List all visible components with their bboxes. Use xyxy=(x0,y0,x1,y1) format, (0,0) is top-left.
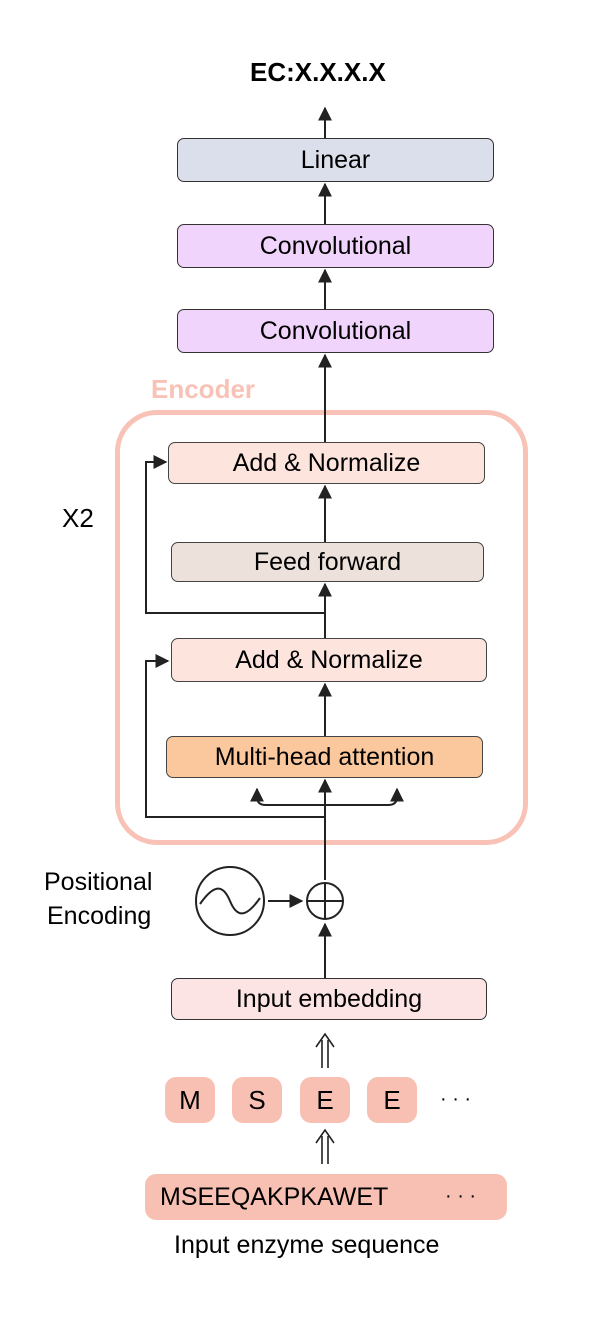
repeat-label: X2 xyxy=(62,503,94,533)
positional-encoding-label-line2: Encoding xyxy=(47,902,152,930)
add-normalize-block-bottom: Add & Normalize xyxy=(171,638,487,682)
sequence-ellipsis: · · · xyxy=(445,1185,477,1207)
positional-encoding-label-line1: Positional xyxy=(44,868,153,896)
double-arrow-sequence-to-tokens xyxy=(315,1128,335,1164)
token-3: E xyxy=(300,1077,350,1123)
convolutional-block-2: Convolutional xyxy=(177,309,494,353)
multi-head-attention-block: Multi-head attention xyxy=(166,736,483,778)
sequence-caption: Input enzyme sequence xyxy=(174,1231,440,1259)
sine-wave-icon xyxy=(199,887,261,915)
linear-block: Linear xyxy=(177,138,494,182)
input-sequence-box xyxy=(145,1174,507,1220)
tokens-ellipsis: · · · xyxy=(440,1088,472,1110)
arrow-attn-input-right xyxy=(325,787,404,806)
input-embedding-block: Input embedding xyxy=(171,978,487,1020)
add-normalize-block-top: Add & Normalize xyxy=(168,442,485,484)
positional-encoding-icon xyxy=(195,866,265,936)
double-arrow-tokens-to-embedding xyxy=(315,1032,335,1068)
encoder-label: Encoder xyxy=(151,374,256,404)
output-label: EC:X.X.X.X xyxy=(250,57,386,87)
input-sequence-text: MSEEQAKPKAWET xyxy=(160,1183,389,1211)
residual-connection-bottom xyxy=(145,654,325,818)
feed-forward-block: Feed forward xyxy=(171,542,484,582)
token-4: E xyxy=(367,1077,417,1123)
residual-connection-top xyxy=(145,455,325,614)
convolutional-block-1: Convolutional xyxy=(177,224,494,268)
token-2: S xyxy=(232,1077,282,1123)
encoder-frame xyxy=(115,410,528,845)
arrow-attn-input-left xyxy=(250,787,325,806)
token-1: M xyxy=(165,1077,215,1123)
